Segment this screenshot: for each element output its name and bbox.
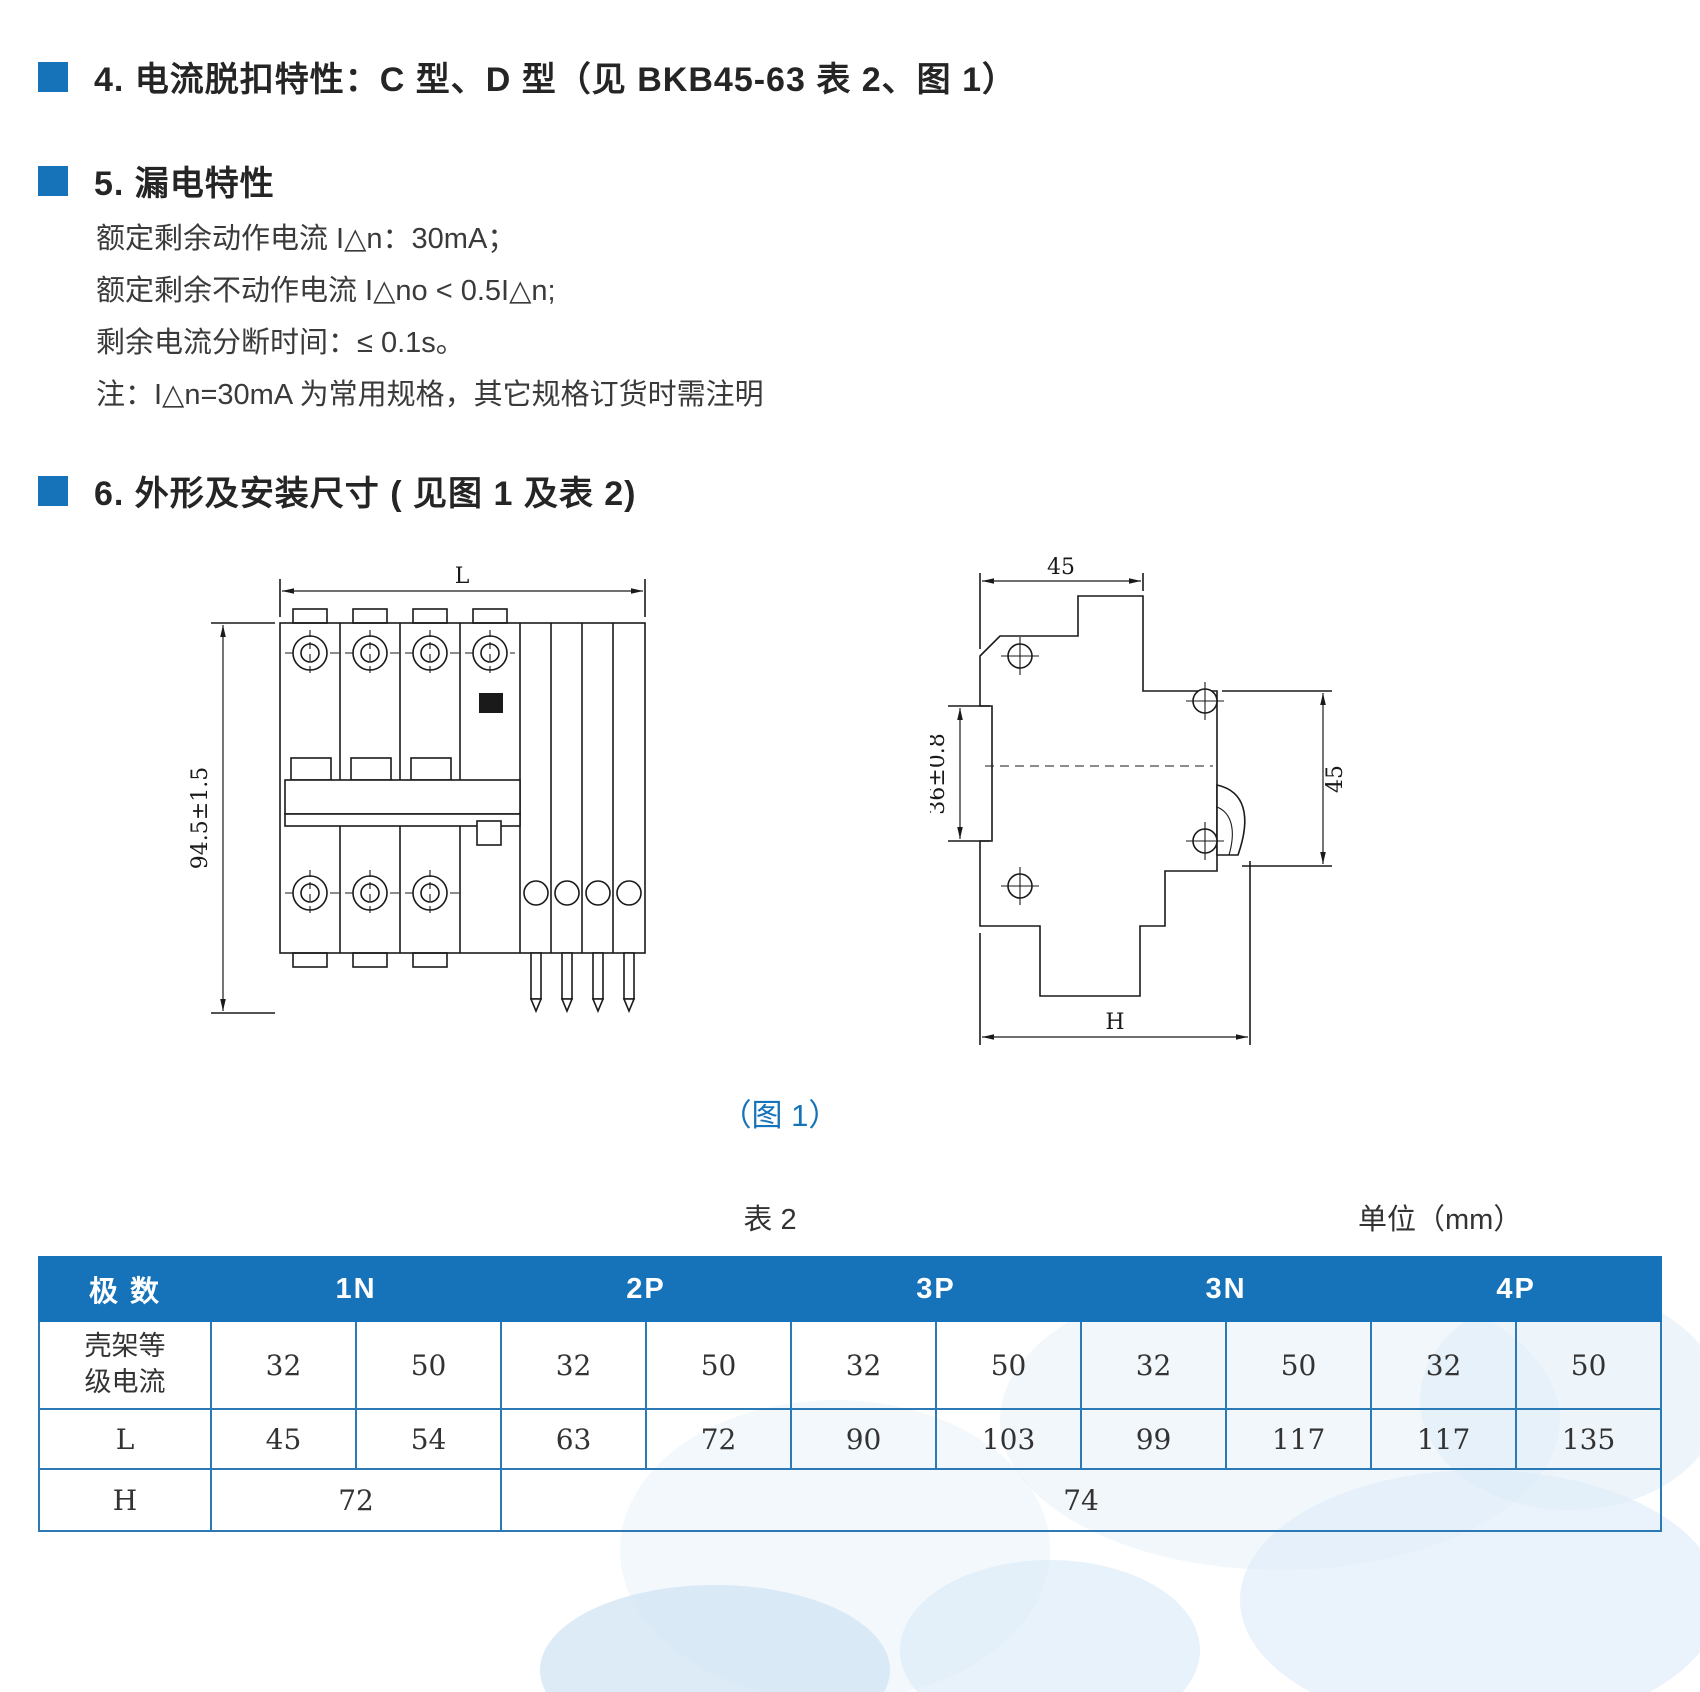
table-cell: 32 bbox=[790, 1320, 938, 1410]
side-right-dim-label: 45 bbox=[1323, 765, 1348, 793]
leakage-line-1: 额定剩余动作电流 I△n：30mA； bbox=[96, 223, 517, 255]
table-cell: 72 bbox=[209, 1468, 503, 1532]
table-cell: 90 bbox=[790, 1408, 938, 1470]
side-top-dim-label: 45 bbox=[1047, 555, 1075, 580]
section-6-title: 6. 外形及安装尺寸 ( 见图 1 及表 2) bbox=[94, 475, 637, 513]
section-5-heading: 5. 漏电特性 bbox=[38, 156, 275, 205]
table-header-3p: 3P bbox=[790, 1256, 1083, 1322]
front-height-dim-label: 94.5±1.5 bbox=[188, 767, 213, 869]
table-cell: 32 bbox=[1370, 1320, 1518, 1410]
side-view-drawing: 45 36±0.8 45 H bbox=[930, 555, 1348, 1045]
dimension-table: 极 数 1N 2P 3P 3N 4P 壳架等级电流 32 50 32 50 32… bbox=[38, 1256, 1663, 1532]
section-4-title: 4. 电流脱扣特性：C 型、D 型（见 BKB45-63 表 2、图 1） bbox=[94, 61, 1018, 99]
table-header-1n: 1N bbox=[209, 1256, 503, 1322]
leakage-line-3: 剩余电流分断时间：≤ 0.1s。 bbox=[96, 327, 465, 359]
table-cell: 54 bbox=[354, 1408, 503, 1470]
table-cell: 32 bbox=[1080, 1320, 1228, 1410]
table-cell: 50 bbox=[1225, 1320, 1373, 1410]
table-cell: 50 bbox=[645, 1320, 793, 1410]
table-cell: 50 bbox=[935, 1320, 1083, 1410]
section-bullet-icon bbox=[38, 61, 68, 92]
table-cell: 135 bbox=[1515, 1408, 1663, 1470]
table-row-L: L 45 54 63 72 90 103 99 117 117 135 bbox=[38, 1408, 1663, 1470]
section-6-heading: 6. 外形及安装尺寸 ( 见图 1 及表 2) bbox=[38, 466, 637, 515]
table-header-row: 极 数 1N 2P 3P 3N 4P bbox=[38, 1256, 1663, 1322]
table-cell: 63 bbox=[500, 1408, 648, 1470]
front-view-drawing: L 94.5±1.5 bbox=[188, 564, 646, 1014]
table-cell: 74 bbox=[500, 1468, 1663, 1532]
table-cell: 32 bbox=[500, 1320, 648, 1410]
figure-caption: （图 1） bbox=[720, 1098, 840, 1133]
section-4-heading: 4. 电流脱扣特性：C 型、D 型（见 BKB45-63 表 2、图 1） bbox=[38, 52, 1017, 101]
table-cell: 99 bbox=[1080, 1408, 1228, 1470]
leakage-spec-text: 额定剩余动作电流 I△n：30mA； 额定剩余不动作电流 I△no < 0.5I… bbox=[96, 213, 764, 421]
leakage-line-4: 注：I△n=30mA 为常用规格，其它规格订货时需注明 bbox=[96, 379, 764, 411]
table-header-2p: 2P bbox=[500, 1256, 793, 1322]
row-label-H: H bbox=[38, 1468, 212, 1532]
table-header-poles: 极 数 bbox=[38, 1256, 212, 1322]
section-bullet-icon bbox=[38, 475, 68, 506]
section-bullet-icon bbox=[38, 165, 68, 196]
table-cell: 32 bbox=[210, 1320, 357, 1410]
table-cell: 72 bbox=[645, 1408, 793, 1470]
section-5-title: 5. 漏电特性 bbox=[94, 165, 275, 203]
row-label-L: L bbox=[38, 1408, 212, 1470]
table-cell: 117 bbox=[1370, 1408, 1518, 1470]
front-width-dim-label: L bbox=[455, 564, 470, 589]
leakage-line-2: 额定剩余不动作电流 I△no < 0.5I△n; bbox=[96, 275, 556, 307]
table-cell: 50 bbox=[1515, 1320, 1663, 1410]
table-row-H: H 72 74 bbox=[38, 1468, 1663, 1532]
table-header-3n: 3N bbox=[1080, 1256, 1373, 1322]
table-row-frame-current: 壳架等级电流 32 50 32 50 32 50 32 50 32 50 bbox=[38, 1320, 1663, 1410]
table-cell: 103 bbox=[935, 1408, 1083, 1470]
side-left-dim-label: 36±0.8 bbox=[930, 733, 950, 814]
table-caption: 表 2 bbox=[743, 1204, 797, 1236]
table-unit-label: 单位（mm） bbox=[1358, 1204, 1523, 1236]
table-header-4p: 4P bbox=[1370, 1256, 1663, 1322]
table-cell: 50 bbox=[354, 1320, 503, 1410]
row-label-frame-current: 壳架等级电流 bbox=[38, 1320, 212, 1410]
table-cell: 45 bbox=[210, 1408, 357, 1470]
table-cell: 117 bbox=[1225, 1408, 1373, 1470]
side-bottom-dim-label: H bbox=[1105, 1010, 1124, 1035]
watermark-blob bbox=[900, 1560, 1200, 1692]
